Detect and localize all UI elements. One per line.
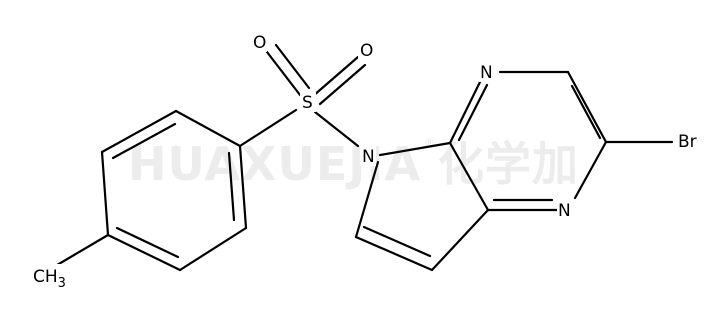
bond-s-n [313, 110, 360, 148]
bond-s-o-top-a [265, 50, 302, 97]
atom-nitrogen-top: N [480, 63, 493, 83]
bond-c5-c6-inner [570, 84, 602, 140]
bond-ring-1 [174, 109, 242, 148]
bond-c6-n1 [573, 140, 608, 200]
bond-methyl [50, 233, 110, 270]
bond-n-c2 [354, 160, 380, 239]
bond-ring-inner-1 [111, 122, 177, 160]
atom-bromine: Br [678, 132, 697, 152]
bond-s-aryl [238, 108, 298, 148]
bond-ring-inner-2 [115, 226, 180, 259]
bond-ring-3 [100, 150, 110, 237]
methyl-subscript: 3 [58, 276, 66, 291]
bond-s-o-top-b [274, 43, 311, 90]
bond-ring-inner-3 [227, 151, 236, 222]
atom-nitrogen-bottom: N [558, 201, 571, 221]
bond-s-o-right-b [318, 63, 367, 106]
bonds [50, 43, 674, 272]
bond-ring-2 [100, 109, 178, 154]
bond-s-o-right-a [311, 55, 360, 98]
atom-oxygen-right: O [360, 41, 373, 61]
bond-c2-c3 [354, 235, 434, 272]
atom-labels: O O S N N N Br CH3 [32, 32, 701, 291]
bond-c7a-n4 [448, 80, 482, 145]
bond-c7a-n4-inner [457, 83, 489, 142]
bond-c3a-c7a [448, 141, 490, 212]
methyl-ch: CH [33, 267, 58, 287]
watermark-registered-mark: ® [424, 136, 435, 149]
atom-oxygen-top: O [253, 33, 266, 53]
bond-ring-4 [106, 233, 182, 272]
bond-c3-c3a [430, 208, 490, 272]
bond-ring-5 [178, 226, 248, 272]
bond-c7a-n [378, 141, 452, 157]
watermark: HUAXUEJIA ® 化学加 [128, 136, 579, 191]
atom-nitrogen-pyrrole: N [362, 147, 375, 167]
atom-methyl: CH3 [33, 267, 66, 291]
bond-ring-6 [238, 144, 248, 230]
bond-c5-c6 [566, 70, 608, 144]
bond-c2-c3-inner [362, 225, 432, 258]
watermark-cjk-text: 化学加 [438, 137, 579, 191]
atom-sulfur: S [302, 93, 313, 113]
